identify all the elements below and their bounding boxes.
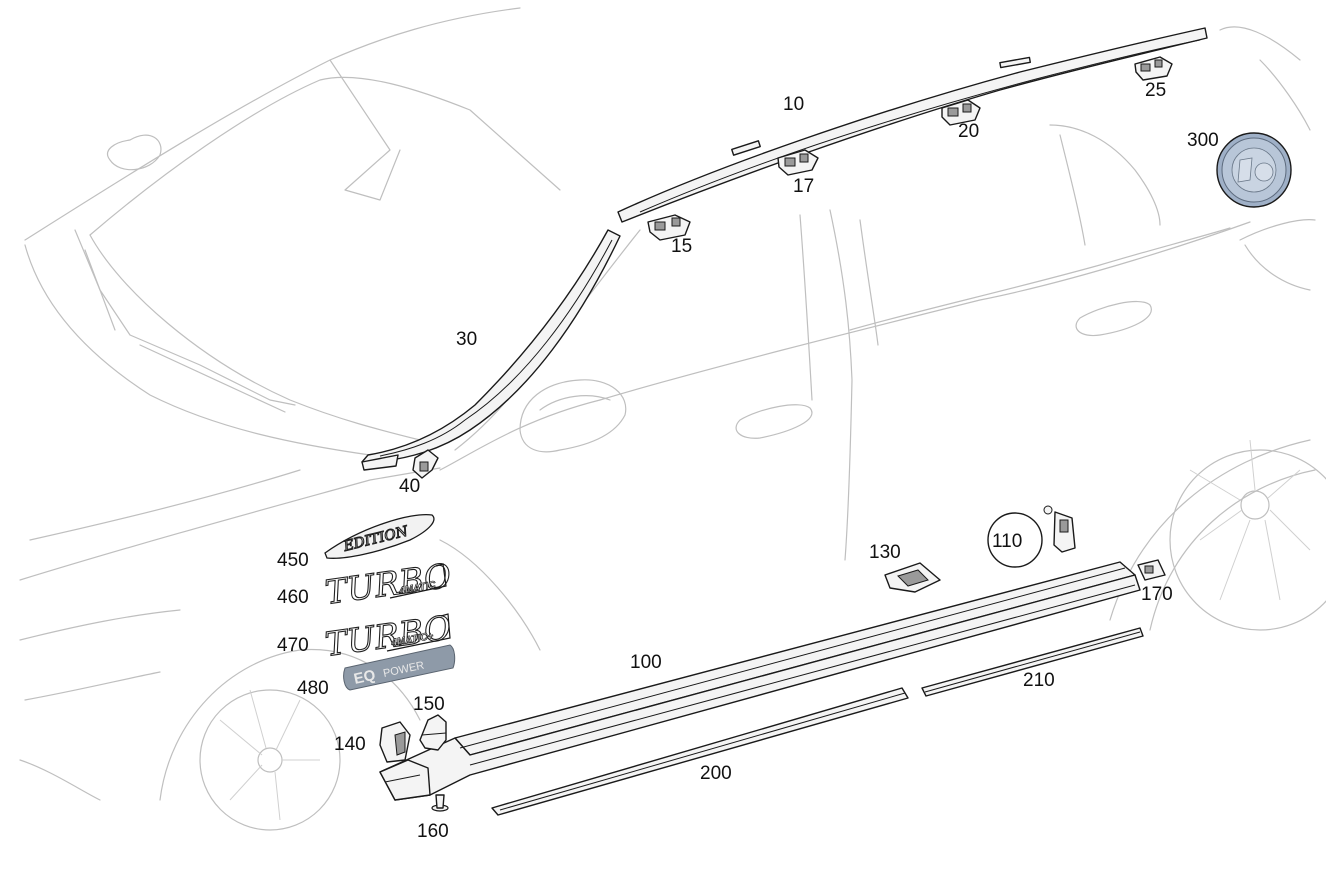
label-200: 200 xyxy=(700,763,732,784)
label-210: 210 xyxy=(1023,670,1055,691)
label-450: 450 xyxy=(277,550,309,571)
label-480: 480 xyxy=(297,678,329,699)
label-160: 160 xyxy=(417,821,449,842)
part-110-clip-set xyxy=(987,505,1076,568)
part-150-plug xyxy=(419,714,447,751)
label-140: 140 xyxy=(334,734,366,755)
part-130-jack-pad xyxy=(884,562,941,593)
label-170: 170 xyxy=(1141,584,1173,605)
label-40: 40 xyxy=(399,476,420,497)
label-110: 110 xyxy=(992,531,1022,552)
badge-450-edition: EDITION xyxy=(324,513,435,559)
label-30: 30 xyxy=(456,329,477,350)
label-130: 130 xyxy=(869,542,901,563)
clip-17 xyxy=(777,149,819,176)
part-100-side-skirt xyxy=(379,561,1141,801)
badge-eq-text: EQ xyxy=(352,667,377,688)
badge-460-turbo-4matic: TURBO 4MATIC xyxy=(322,555,454,612)
label-300: 300 xyxy=(1187,130,1219,151)
label-100: 100 xyxy=(630,652,662,673)
part-210-rear-strip xyxy=(921,627,1144,697)
label-25: 25 xyxy=(1145,80,1166,101)
clip-20 xyxy=(941,99,981,126)
part-200-lower-strip xyxy=(491,687,909,816)
label-10: 10 xyxy=(783,94,804,115)
label-17: 17 xyxy=(793,176,814,197)
clip-15 xyxy=(647,214,691,241)
part-170-clip xyxy=(1137,559,1166,581)
label-470: 470 xyxy=(277,635,309,656)
label-150: 150 xyxy=(413,694,445,715)
label-20: 20 xyxy=(958,121,979,142)
label-460: 460 xyxy=(277,587,309,608)
part-300-medallion xyxy=(1216,132,1292,208)
clip-40 xyxy=(412,449,439,479)
part-30-a-pillar-trim xyxy=(361,229,621,471)
part-160-rivet xyxy=(431,794,449,812)
part-10-roof-molding xyxy=(617,27,1208,223)
badge-480-eq-power: EQ POWER xyxy=(343,644,456,691)
car-outline xyxy=(19,7,1326,831)
label-15: 15 xyxy=(671,236,692,257)
part-140-end-piece xyxy=(379,721,411,763)
clip-25 xyxy=(1134,56,1173,81)
callout-labels: 10 15 17 20 25 30 40 100 110 130 140 150… xyxy=(277,80,1219,842)
